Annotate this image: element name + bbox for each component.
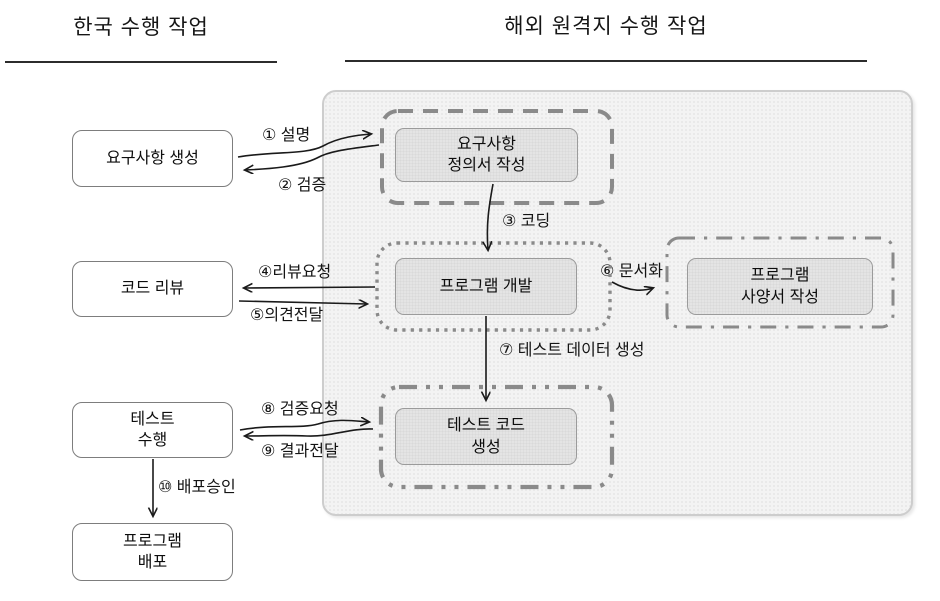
program-development-box: 프로그램 개발 [395, 258, 577, 315]
requirement-creation-box: 요구사항 생성 [72, 130, 233, 187]
korea-column-underline [5, 61, 277, 63]
flow-label-2-verify: ② 검증 [278, 177, 327, 194]
flow-label-9-result-delivery: ⑨ 결과전달 [261, 443, 339, 460]
flow-label-7-testdata-creation: ⑦ 테스트 데이터 생성 [499, 342, 645, 359]
program-specdoc-writing-box: 프로그램 사양서 작성 [687, 258, 873, 315]
flow-label-5-feedback: ⑤의견전달 [250, 307, 324, 324]
flow-label-10-deploy-approval: ⑩ 배포승인 [158, 479, 236, 496]
requirement-spec-writing-box: 요구사항 정의서 작성 [395, 128, 578, 182]
test-execution-box: 테스트 수행 [72, 402, 233, 458]
code-review-box: 코드 리뷰 [72, 261, 233, 317]
flow-label-6-documentation: ⑥ 문서화 [600, 263, 663, 280]
flow-label-4-review-request: ④리뷰요청 [258, 264, 332, 281]
flow-label-1-explain: ① 설명 [262, 127, 311, 144]
flow-label-8-verification-request: ⑧ 검증요청 [261, 401, 339, 418]
flow-label-3-coding: ③ 코딩 [502, 213, 551, 230]
program-deploy-box: 프로그램 배포 [72, 523, 233, 581]
remote-column-title: 해외 원격지 수행 작업 [504, 15, 708, 38]
korea-column-title: 한국 수행 작업 [73, 16, 209, 39]
remote-column-underline [345, 60, 867, 62]
test-code-creation-box: 테스트 코드 생성 [395, 408, 577, 465]
